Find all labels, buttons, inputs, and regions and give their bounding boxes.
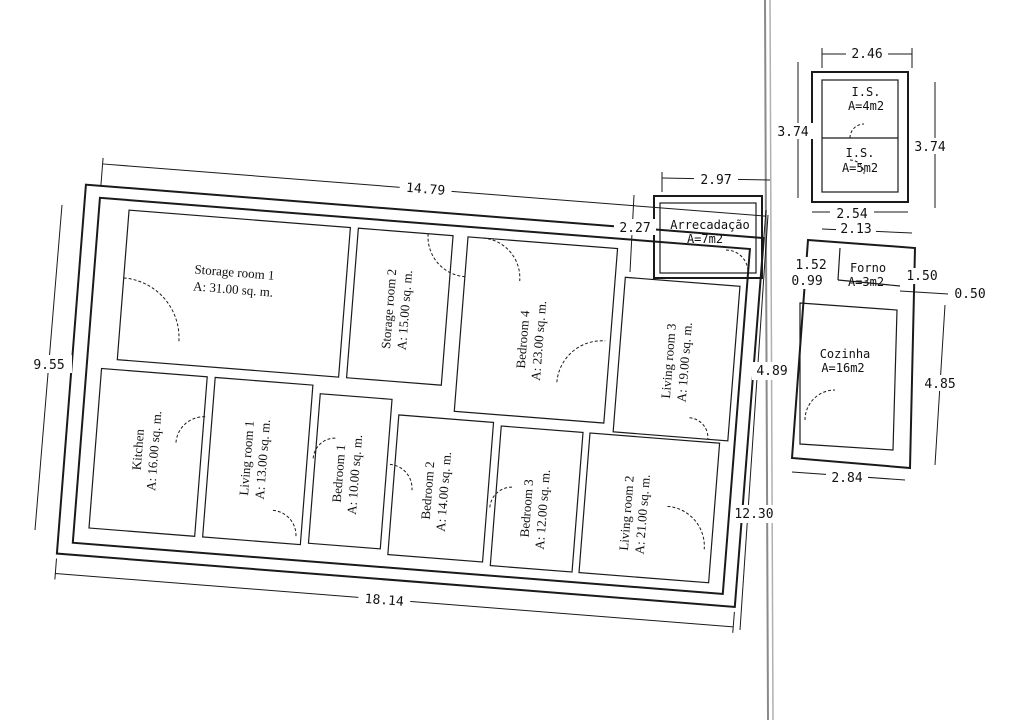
room-label-kitchen: Kitchen A: 16.00 sq. m. xyxy=(129,410,165,491)
dimension-left: 9.55 xyxy=(26,204,72,531)
room-name: Bedroom 4 xyxy=(513,309,533,369)
room-name: Living room 1 xyxy=(236,420,257,496)
room-name: Bedroom 3 xyxy=(517,479,537,538)
room-name: Bedroom 2 xyxy=(418,461,438,520)
room-label-living-room-2: Living room 2 A: 21.00 sq. m. xyxy=(616,474,653,555)
dimension-label: 2.97 xyxy=(700,173,731,188)
dimension-label: 2.54 xyxy=(836,207,867,222)
room-name: Kitchen xyxy=(129,428,147,471)
dimension-middle: 4.89 xyxy=(752,362,792,380)
dimension-label: 9.55 xyxy=(33,358,64,373)
room-area: A: 23.00 sq. m. xyxy=(528,300,549,381)
room-area: A: 19.00 sq. m. xyxy=(674,322,695,403)
dimension-label: 12.30 xyxy=(734,507,773,522)
dimension-label: 1.52 xyxy=(795,258,826,273)
dimension-label: 2.27 xyxy=(619,221,650,236)
room-name: Living room 3 xyxy=(658,323,679,399)
dimension-label: 4.85 xyxy=(924,377,955,392)
is-2-name: I.S. xyxy=(846,146,875,160)
room-name: Storage room 2 xyxy=(378,268,399,349)
room-label-bedroom-4: Bedroom 4 A: 23.00 sq. m. xyxy=(513,300,549,381)
room-label-bedroom-3: Bedroom 3 A: 12.00 sq. m. xyxy=(517,469,553,550)
door-swings xyxy=(123,233,709,550)
room-area: A: 14.00 sq. m. xyxy=(433,451,454,532)
room-area: A: 15.00 sq. m. xyxy=(394,270,415,351)
forno-area: A=3m2 xyxy=(848,275,884,289)
dimension-label: 3.74 xyxy=(777,125,808,140)
dimension-label: 18.14 xyxy=(364,592,404,610)
dimension-label: 3.74 xyxy=(914,140,945,155)
room-name: Storage room 1 xyxy=(194,262,275,283)
annex-arrecadacao: Arrecadação A=7m2 2.97 2.27 xyxy=(614,171,771,279)
dimension-bottom: 18.14 xyxy=(54,558,735,633)
room-label-bedroom-2: Bedroom 2 A: 14.00 sq. m. xyxy=(418,451,454,532)
dimension-right: 12.30 xyxy=(732,214,776,631)
annex-is-block: I.S. A=4m2 I.S. A=5m2 2.46 3.74 3.74 2.5… xyxy=(774,45,952,222)
room-area: A: 16.00 sq. m. xyxy=(143,410,164,491)
room-area: A: 21.00 sq. m. xyxy=(632,474,653,555)
room-area: A: 12.00 sq. m. xyxy=(532,469,553,550)
room-name: Living room 2 xyxy=(616,475,637,551)
room-area: A: 31.00 sq. m. xyxy=(193,278,274,299)
is-2-area: A=5m2 xyxy=(842,161,878,175)
dimension-label: 2.46 xyxy=(851,47,882,62)
dimension-label: 4.89 xyxy=(756,364,787,379)
dimension-label: 0.50 xyxy=(954,287,985,302)
arrecadacao-area: A=7m2 xyxy=(687,232,723,246)
dimension-label: 0.99 xyxy=(791,274,822,289)
room-label-bedroom-1: Bedroom 1 A: 10.00 sq. m. xyxy=(329,434,365,515)
cozinha-name: Cozinha xyxy=(820,347,871,361)
room-label-storage-room-2: Storage room 2 A: 15.00 sq. m. xyxy=(378,268,415,350)
cozinha-area: A=16m2 xyxy=(821,361,864,375)
arrecadacao-name: Arrecadação xyxy=(670,218,749,232)
dimension-label: 14.79 xyxy=(405,181,445,199)
dimension-top: 14.79 xyxy=(100,157,767,239)
room-label-storage-room-1: Storage room 1 A: 31.00 sq. m. xyxy=(193,262,275,300)
room-area: A: 13.00 sq. m. xyxy=(252,419,273,500)
room-label-living-room-1: Living room 1 A: 13.00 sq. m. xyxy=(236,419,273,500)
is-1-name: I.S. xyxy=(852,85,881,99)
room-label-living-room-3: Living room 3 A: 19.00 sq. m. xyxy=(658,322,695,403)
is-1-area: A=4m2 xyxy=(848,99,884,113)
dimension-label: 2.84 xyxy=(831,471,862,486)
dimension-label: 1.50 xyxy=(906,269,937,284)
dimension-label: 2.13 xyxy=(840,222,871,237)
scan-seam xyxy=(764,0,774,720)
room-area: A: 10.00 sq. m. xyxy=(344,434,365,515)
room-name: Bedroom 1 xyxy=(329,444,349,503)
forno-name: Forno xyxy=(850,261,886,275)
annex-forno-cozinha: Forno A=3m2 Cozinha A=16m2 2.13 1.52 1.5… xyxy=(786,221,990,486)
